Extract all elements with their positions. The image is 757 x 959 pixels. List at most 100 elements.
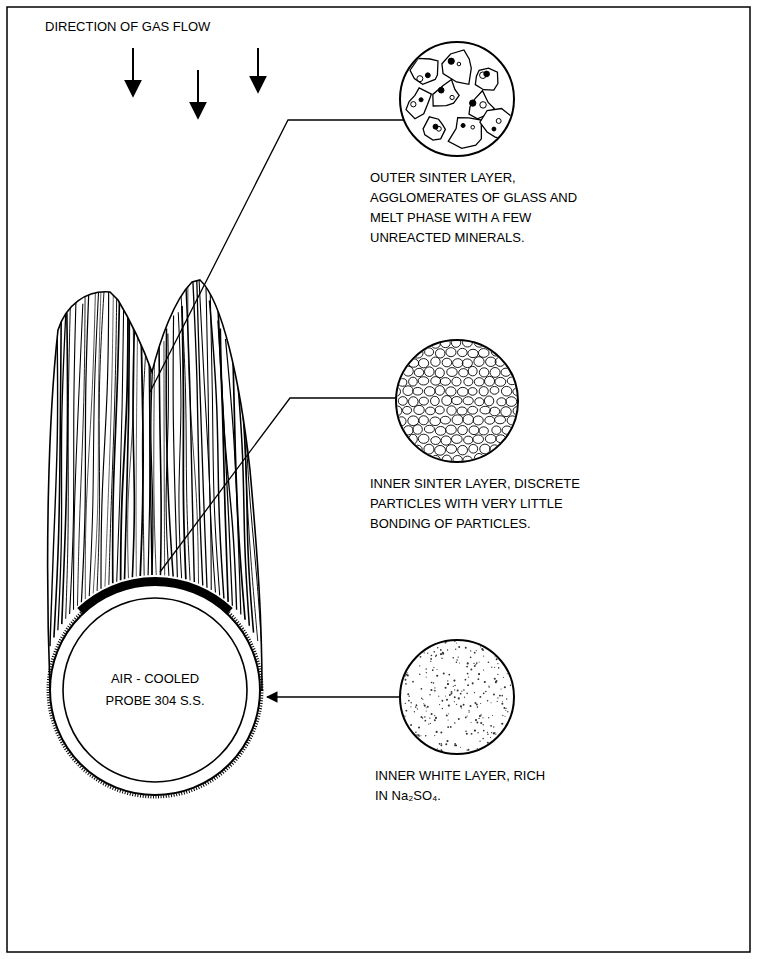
sulfate-stipple bbox=[405, 679, 407, 681]
probe-node: AIR - COOLED PROBE 304 S.S. bbox=[44, 579, 266, 801]
discrete-particle bbox=[446, 348, 456, 357]
sulfate-stipple bbox=[497, 663, 498, 664]
sulfate-stipple bbox=[452, 657, 454, 659]
sulfate-stipple bbox=[427, 706, 429, 708]
sulfate-stipple bbox=[440, 653, 442, 655]
sulfate-stipple bbox=[495, 733, 496, 734]
sulfate-stipple bbox=[506, 708, 507, 709]
mineral-grain bbox=[480, 72, 487, 79]
sulfate-stipple bbox=[487, 733, 489, 735]
sulfate-stipple bbox=[418, 726, 420, 728]
inset-ground bbox=[400, 640, 514, 754]
striation bbox=[58, 314, 66, 630]
sulfate-stipple bbox=[475, 719, 477, 721]
striation bbox=[173, 316, 177, 578]
sulfate-stipple bbox=[405, 710, 407, 712]
sulfate-stipple bbox=[407, 693, 409, 695]
striation bbox=[93, 286, 101, 593]
sulfate-stipple bbox=[451, 691, 453, 693]
sulfate-stipple bbox=[501, 703, 503, 705]
leader-line bbox=[160, 398, 396, 572]
sulfate-stipple bbox=[417, 708, 418, 709]
discrete-particle bbox=[474, 357, 484, 367]
mineral-grain bbox=[496, 118, 501, 123]
sulfate-stipple bbox=[436, 655, 438, 657]
sulfate-stipple bbox=[478, 678, 480, 680]
sulfate-stipple bbox=[443, 672, 445, 674]
magnified-inset bbox=[370, 338, 585, 464]
discrete-particle bbox=[468, 366, 477, 375]
sulfate-stipple bbox=[465, 730, 467, 732]
sulfate-stipple bbox=[433, 651, 435, 653]
sulfate-stipple bbox=[488, 685, 489, 686]
sulfate-stipple bbox=[415, 731, 417, 733]
sulfate-stipple bbox=[454, 722, 455, 723]
sulfate-stipple bbox=[471, 733, 473, 735]
sulfate-stipple bbox=[475, 664, 476, 665]
sulfate-stipple bbox=[421, 698, 422, 699]
layer-caption: OUTER SINTER LAYER, AGGLOMERATES OF GLAS… bbox=[370, 168, 605, 248]
sulfate-stipple bbox=[482, 717, 483, 718]
discrete-particle bbox=[419, 454, 429, 462]
striation bbox=[128, 321, 134, 578]
discrete-particle bbox=[435, 349, 444, 358]
sulfate-stipple bbox=[429, 718, 430, 719]
sulfate-stipple bbox=[466, 666, 468, 668]
flow-label: DIRECTION OF GAS FLOW bbox=[45, 18, 210, 36]
sulfate-stipple bbox=[474, 665, 476, 667]
discrete-particle bbox=[424, 367, 434, 377]
striation bbox=[199, 272, 212, 590]
probe-wall-inner bbox=[63, 598, 247, 782]
sulfate-stipple bbox=[428, 723, 429, 724]
inset-node: OUTER SINTER LAYER, AGGLOMERATES OF GLAS… bbox=[370, 40, 605, 248]
mineral-grain bbox=[419, 98, 423, 102]
discrete-particle bbox=[479, 387, 488, 396]
sulfate-stipple bbox=[410, 724, 412, 726]
discrete-particle bbox=[464, 378, 473, 386]
discrete-particle bbox=[495, 377, 506, 386]
discrete-particle bbox=[458, 426, 468, 435]
inset-node: INNER WHITE LAYER, RICH IN Na₂SO₄. bbox=[375, 638, 550, 806]
sulfate-stipple bbox=[420, 735, 421, 736]
sulfate-stipple bbox=[454, 743, 456, 745]
sulfate-stipple bbox=[461, 691, 462, 692]
mineral-grain bbox=[448, 58, 454, 64]
sulfate-stipple bbox=[467, 750, 468, 751]
sulfate-stipple bbox=[467, 673, 469, 675]
inset-texture bbox=[406, 50, 516, 148]
sulfate-stipple bbox=[479, 715, 481, 717]
sulfate-stipple bbox=[501, 723, 503, 725]
sulfate-stipple bbox=[410, 706, 411, 707]
sulfate-stipple bbox=[449, 694, 451, 696]
discrete-particle bbox=[463, 415, 474, 425]
discrete-particle bbox=[473, 435, 484, 444]
sulfate-stipple bbox=[426, 672, 427, 673]
probe-text-holder: AIR - COOLED PROBE 304 S.S. bbox=[44, 668, 266, 712]
sulfate-stipple bbox=[482, 738, 484, 740]
discrete-particle bbox=[469, 426, 479, 435]
sulfate-stipple bbox=[441, 658, 442, 659]
mineral-grain bbox=[417, 76, 423, 82]
probe-outline bbox=[44, 579, 266, 801]
glass-agglomerate bbox=[475, 68, 498, 90]
sulfate-stipple bbox=[470, 668, 472, 670]
sulfate-stipple bbox=[507, 711, 508, 712]
discrete-particle bbox=[431, 437, 441, 445]
striation bbox=[163, 341, 165, 575]
sulfate-stipple bbox=[491, 666, 492, 667]
sulfate-stipple bbox=[430, 658, 432, 660]
sulfate-stipple bbox=[408, 696, 409, 697]
sulfate-stipple bbox=[466, 733, 468, 735]
mineral-grain bbox=[480, 102, 486, 108]
striation bbox=[196, 269, 207, 588]
discrete-particle bbox=[414, 405, 424, 414]
sulfate-stipple bbox=[440, 744, 442, 746]
mineral-grain bbox=[438, 87, 444, 93]
mineral-grain bbox=[471, 125, 475, 129]
sulfate-stipple bbox=[503, 677, 504, 678]
sulfate-stipple bbox=[456, 704, 457, 705]
sulfate-stipple bbox=[483, 656, 484, 657]
discrete-particle bbox=[458, 445, 468, 454]
discrete-particle bbox=[430, 417, 441, 426]
